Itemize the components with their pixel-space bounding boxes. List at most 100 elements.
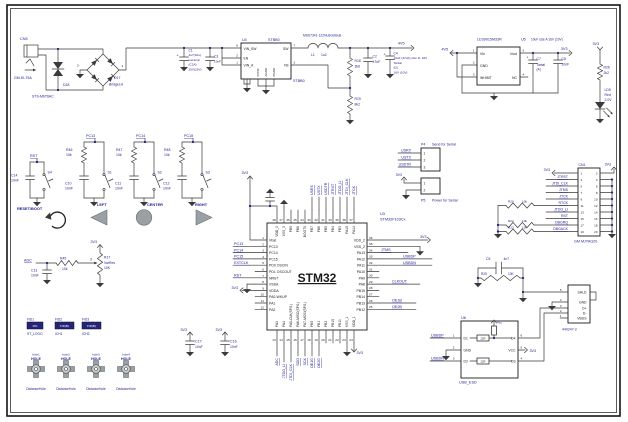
label-name: DistanceHole: [26, 387, 46, 391]
label-4: 10: [594, 197, 598, 201]
label-name: PB5: [324, 226, 328, 232]
label-name: PA4: [282, 321, 286, 327]
ground-symbol: [140, 202, 148, 207]
label-r20_value: 10k: [522, 199, 527, 203]
label-name: PB12: [356, 308, 365, 312]
label-part: FID(B): [60, 324, 69, 328]
label-ld5_ref: LD5: [605, 88, 611, 92]
label-c17_ref: C17: [195, 340, 202, 344]
label-part: GM MJTAG20: [574, 240, 597, 244]
label-p4_title: Send for Serial: [432, 143, 456, 147]
label-r17_value: 10K: [104, 266, 111, 270]
label-pin_nc: NC: [512, 76, 518, 80]
label-num: 2: [560, 309, 562, 313]
label-net: OE1B: [392, 299, 402, 303]
label-name: D-: [583, 311, 587, 315]
ground-symbol-up: [280, 199, 288, 204]
label-net: 3V3: [357, 351, 364, 355]
label-caption: CENTER: [147, 202, 163, 207]
cn5-connector: [23, 44, 39, 58]
label-c13_ref: C13: [31, 269, 37, 273]
label-5: 11: [581, 204, 584, 208]
label-p5_net: 3V3: [396, 173, 402, 177]
label-ref: hole2: [62, 353, 70, 357]
label-num: 39: [335, 218, 339, 222]
label-u4_ref: U4: [242, 38, 247, 42]
label-net: 3V3: [530, 349, 537, 353]
switch-contact: [152, 173, 156, 177]
buttons-section: RSTC1410nFS4RESET/BOOTPC13R4610kC1010nFS…: [11, 134, 212, 211]
label-num: 29: [369, 280, 373, 284]
label-1: 2: [424, 189, 426, 193]
label-res_ref: R47: [116, 148, 122, 152]
label-net: PC13: [234, 242, 243, 246]
wire: [249, 205, 278, 211]
label-c2_ref: C2: [373, 55, 377, 59]
switch-lever: [44, 175, 51, 189]
wire: [403, 178, 422, 184]
label-net: 3V3: [241, 171, 248, 175]
resistor: [505, 202, 535, 209]
usb-section: U6USB_ESDUSBDPUSBDN123D1GNDD2D4VCCD36542…: [429, 257, 597, 385]
label-name: PB3: [338, 226, 342, 232]
label-net: 3V3: [231, 286, 238, 290]
wire: [118, 47, 242, 71]
label-0: USRX: [401, 149, 412, 153]
label-c4_n3: (D): [394, 66, 398, 70]
label-0: JTRST: [557, 175, 569, 179]
label-name: PA9: [359, 276, 365, 280]
label-name: D+: [582, 306, 586, 310]
label-num_sw: 7: [294, 43, 296, 47]
label-cap_ref: C12: [163, 182, 169, 186]
label-c4_ref: C4: [394, 52, 398, 56]
label-d17_part: BridgeLH: [109, 83, 124, 87]
label-9: 19: [581, 230, 585, 234]
label-name: ICH2: [82, 332, 90, 336]
net-flag-arrow: [97, 244, 103, 248]
switch-contact: [102, 173, 106, 177]
label-num: 3: [453, 357, 455, 361]
junction-dot: [35, 160, 39, 164]
ground-symbol: [262, 90, 270, 95]
led-ray-head: [607, 114, 610, 118]
label-num: 14: [279, 338, 283, 342]
label-net: JTCK: [352, 185, 356, 195]
usb-connector-body: [567, 284, 591, 324]
label-cap_value: 10nF: [163, 187, 171, 191]
label-name: PB6: [317, 226, 321, 232]
label-net: 3V3: [544, 168, 550, 172]
label-name: VDD_2: [354, 239, 365, 243]
outer-border: [6, 4, 621, 417]
resistor: [480, 275, 521, 281]
label-num: 46: [286, 218, 290, 222]
label-net: JTMS: [381, 248, 391, 252]
wire: [221, 47, 242, 66]
ground-symbol: [364, 74, 372, 79]
ground-symbol: [96, 283, 104, 288]
sheet-frame: [6, 4, 621, 417]
resistor: [505, 222, 535, 228]
label-num: 4: [521, 357, 523, 361]
label-net: 3V3: [180, 328, 187, 332]
p5-header-body: [420, 177, 441, 195]
schematic-graphics: CN5GM-EL75AD18STS-M6T6AC2-1D17BridgeLH+C…: [6, 4, 621, 417]
label-l1_part: MSS7341-122NLBGdGu8: [303, 34, 341, 38]
label-series_value: 22R: [481, 336, 486, 340]
ground-symbol: [188, 202, 196, 207]
label-3: 7: [581, 191, 583, 195]
label-name: PA14: [352, 226, 356, 234]
left-arrow-icon: [90, 209, 108, 226]
label-r22_value: 10k: [522, 219, 527, 223]
label-8: DBGACK: [553, 227, 568, 231]
label-1: USTX: [401, 156, 411, 160]
wire: [290, 64, 351, 89]
junction-dot: [56, 88, 60, 92]
ground-symbol: [221, 352, 229, 357]
reset-arrow-icon: [49, 211, 67, 229]
label-num: 36: [369, 236, 373, 240]
junction-dot: [191, 140, 195, 144]
label-net: EXTCLK: [234, 261, 249, 265]
